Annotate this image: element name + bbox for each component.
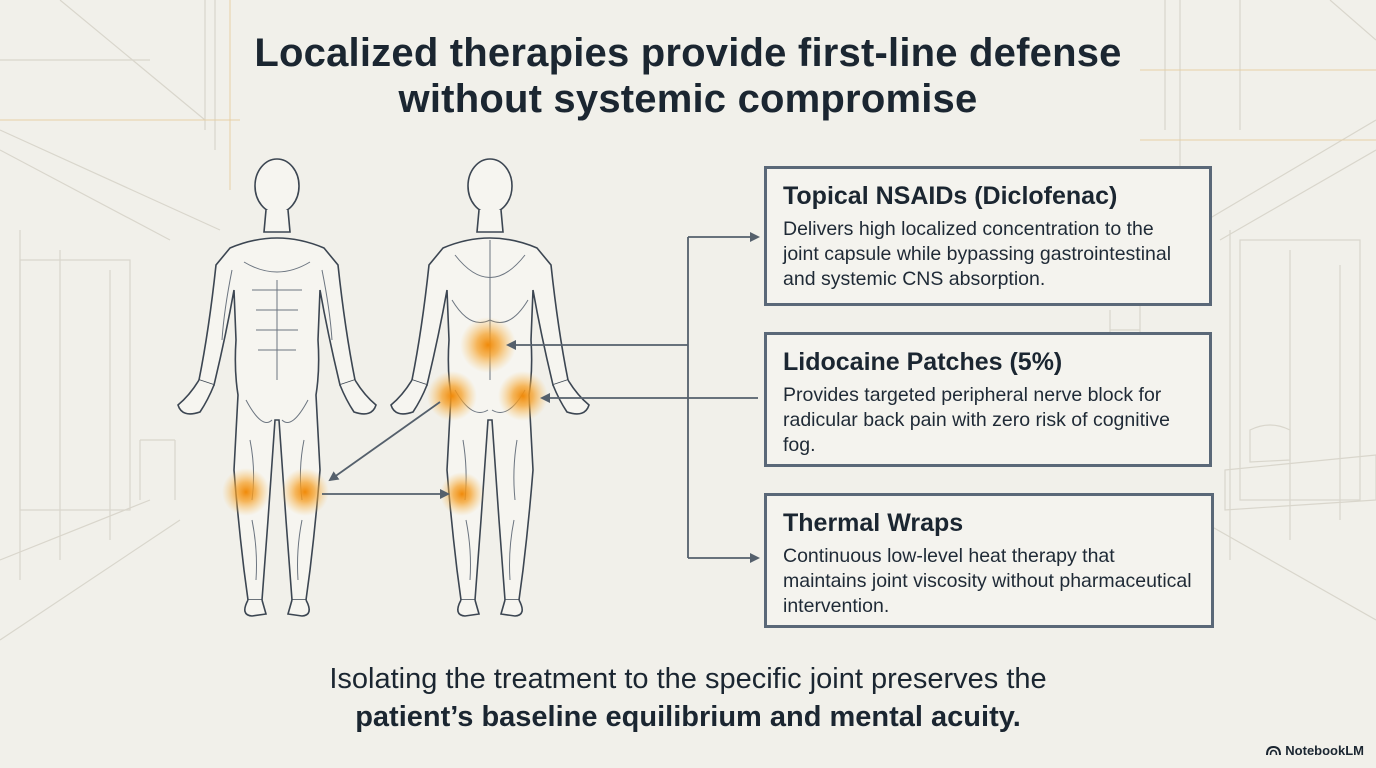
back-body-figure (390, 158, 590, 617)
treatment-glow-spots (222, 317, 548, 516)
title-line-2: without systemic compromise (398, 77, 978, 121)
footer-line-2: patient’s baseline equilibrium and menta… (355, 701, 1021, 733)
brand-watermark: NotebookLM (1266, 743, 1364, 758)
card-topical-nsaids: Topical NSAIDs (Diclofenac) Delivers hig… (764, 166, 1212, 306)
card-description: Continuous low-level heat therapy that m… (783, 545, 1192, 617)
card-title: Thermal Wraps (783, 509, 964, 537)
glow-right-hip (498, 371, 548, 421)
card-title: Topical NSAIDs (Diclofenac) (783, 182, 1118, 210)
card-thermal-wraps: Thermal Wraps Continuous low-level heat … (764, 493, 1214, 628)
glow-front-left-knee (222, 468, 270, 516)
brand-label: NotebookLM (1285, 743, 1364, 758)
glow-lower-back (460, 317, 516, 373)
card-description: Provides targeted peripheral nerve block… (783, 384, 1170, 456)
front-muscle-lines (221, 261, 333, 581)
connector-arrows (322, 232, 760, 563)
card-lidocaine-patches: Lidocaine Patches (5%) Provides targeted… (764, 332, 1212, 467)
card-title: Lidocaine Patches (5%) (783, 348, 1063, 376)
page-title: Localized therapies provide first-line d… (0, 30, 1376, 122)
glow-back-knee (440, 472, 484, 516)
card-description: Delivers high localized concentration to… (783, 218, 1172, 290)
footer-statement: Isolating the treatment to the specific … (0, 660, 1376, 736)
title-line-1: Localized therapies provide first-line d… (254, 31, 1122, 75)
glow-front-right-knee (281, 468, 329, 516)
notebooklm-logo-icon (1266, 745, 1282, 756)
footer-line-1: Isolating the treatment to the specific … (329, 663, 1047, 695)
glow-left-hip (427, 371, 477, 421)
front-body-figure (177, 158, 377, 617)
